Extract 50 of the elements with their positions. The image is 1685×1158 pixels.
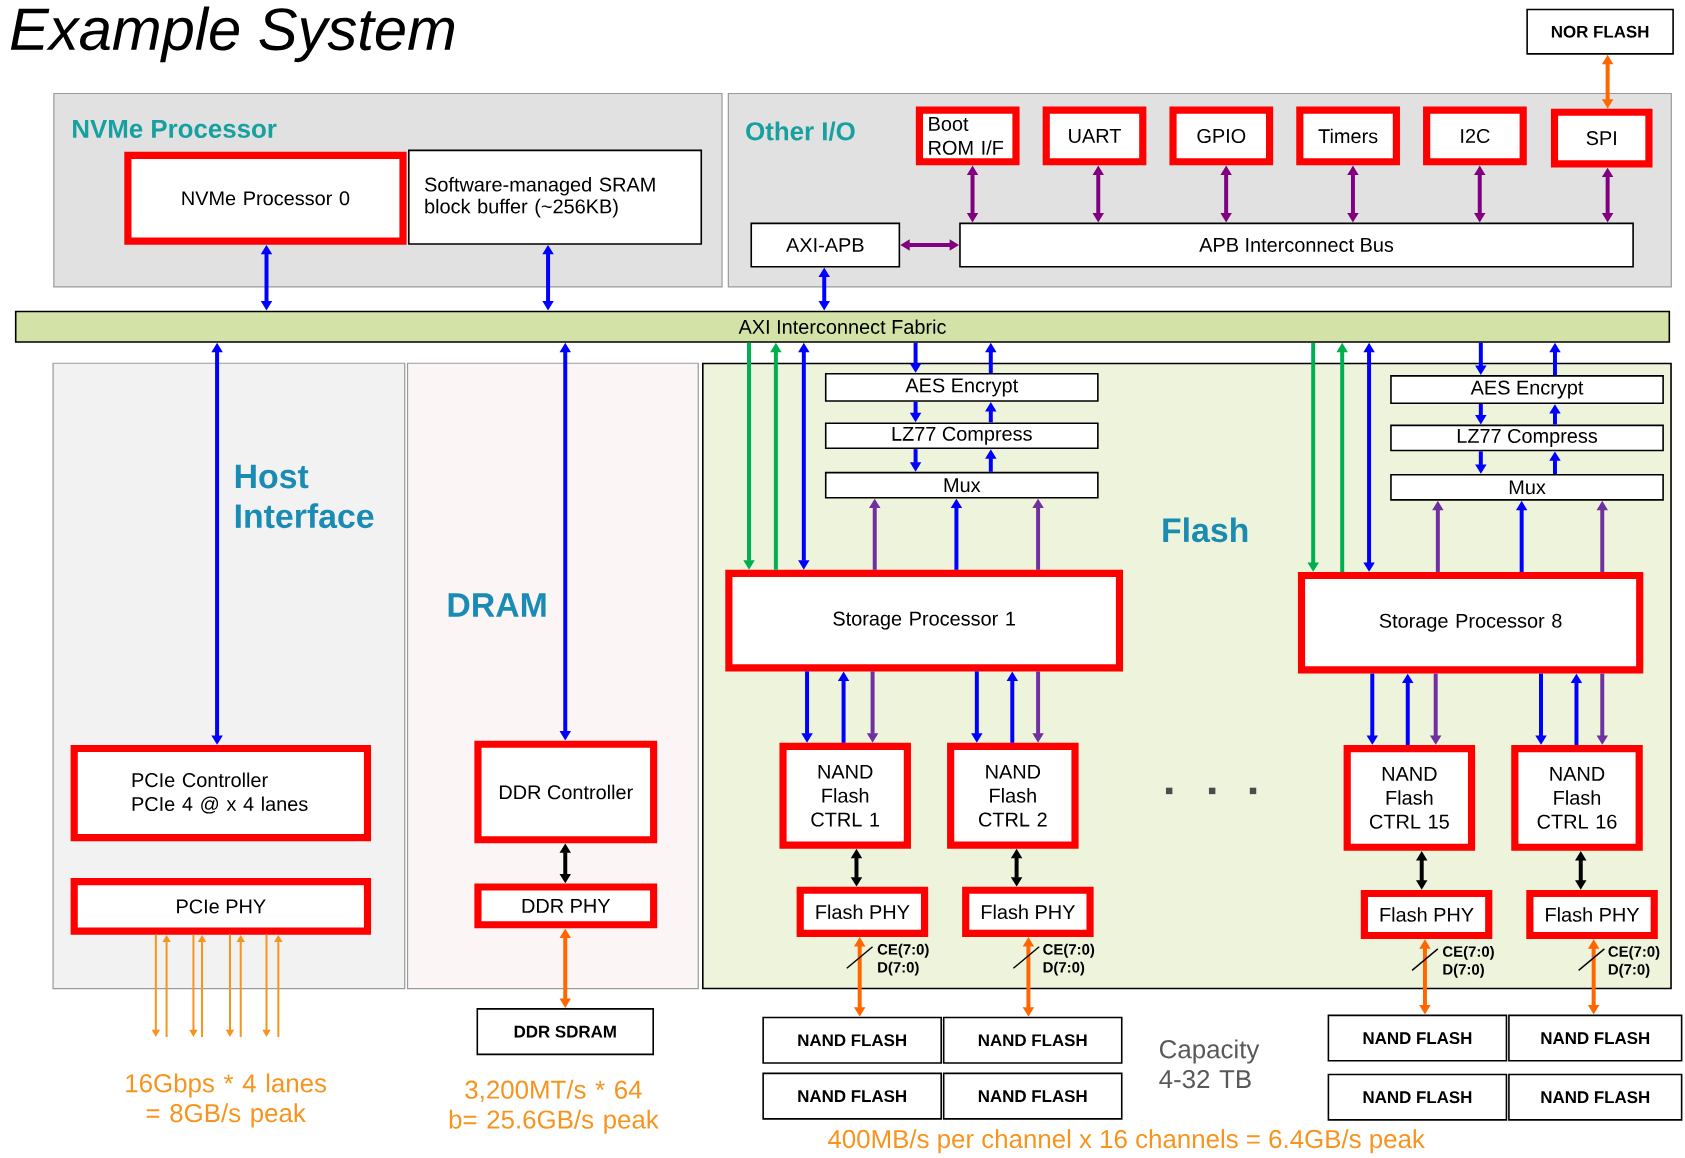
peripheral-box: Timers bbox=[1296, 106, 1400, 166]
chip-box: DDR SDRAM bbox=[476, 1007, 654, 1055]
engine-box: AES Encrypt bbox=[824, 372, 1099, 402]
controller-box: DDR Controller bbox=[474, 740, 658, 844]
phy-box: Flash PHY bbox=[1360, 889, 1493, 939]
phy-box: Flash PHY bbox=[962, 886, 1094, 937]
engine-box: Mux bbox=[824, 471, 1099, 499]
title: Example System bbox=[10, 6, 455, 62]
peripheral-box: UART bbox=[1042, 106, 1147, 166]
annotation: CE(7:0) D(7:0) bbox=[877, 943, 929, 976]
annotation: 3,200MT/s * 64 b= 25.6GB/s peak bbox=[449, 1079, 659, 1134]
peripheral-box: SPI bbox=[1550, 108, 1653, 168]
fabric-bar: AXI Interconnect Fabric bbox=[14, 310, 1671, 343]
chip-box: NAND FLASH bbox=[1327, 1014, 1508, 1062]
chip-box: NOR FLASH bbox=[1526, 8, 1674, 55]
annotation: Capacity 4-32 TB bbox=[1159, 1039, 1260, 1089]
peripheral-box: I2C bbox=[1423, 106, 1527, 166]
controller-box: PCIe Controller PCIe 4 @ x 4 lanes bbox=[70, 744, 372, 841]
annotation: 16Gbps * 4 lanes = 8GB/s peak bbox=[126, 1073, 327, 1128]
chip-box: NAND FLASH bbox=[1508, 1073, 1683, 1121]
annotation: 400MB/s per channel x 16 channels = 6.4GB/s peak bbox=[828, 1128, 1425, 1154]
chip-box: NAND FLASH bbox=[1508, 1014, 1683, 1062]
chip-box: NAND FLASH bbox=[762, 1016, 942, 1064]
bus-bar: APB Interconnect Bus bbox=[959, 222, 1634, 268]
annotation: CE(7:0) D(7:0) bbox=[1443, 945, 1494, 978]
controller-box: NAND Flash CTRL 15 bbox=[1343, 744, 1476, 851]
phy-box: PCIe PHY bbox=[70, 877, 372, 935]
phy-box: DDR PHY bbox=[474, 883, 658, 929]
chip-box: NAND FLASH bbox=[942, 1016, 1123, 1064]
engine-box: LZ77 Compress bbox=[1390, 424, 1664, 452]
chip-box: NAND FLASH bbox=[942, 1072, 1123, 1120]
controller-box: NAND Flash CTRL 1 bbox=[779, 742, 911, 849]
chip-box: NAND FLASH bbox=[1327, 1073, 1508, 1121]
processor-box: NVMe Processor 0 bbox=[124, 151, 407, 245]
chip-box: NAND FLASH bbox=[762, 1072, 942, 1120]
controller-box: NAND Flash CTRL 16 bbox=[1511, 744, 1643, 851]
peripheral-box: GPIO bbox=[1169, 106, 1274, 166]
phy-box: Flash PHY bbox=[796, 886, 929, 937]
engine-box: LZ77 Compress bbox=[824, 422, 1099, 449]
engine-box: AES Encrypt bbox=[1390, 374, 1664, 404]
engine-box: Mux bbox=[1390, 473, 1664, 501]
controller-box: NAND Flash CTRL 2 bbox=[947, 742, 1079, 849]
bridge-box: AXI-APB bbox=[750, 222, 901, 268]
processor-box: Storage Processor 1 bbox=[725, 569, 1124, 672]
annotation: CE(7:0) D(7:0) bbox=[1043, 943, 1095, 976]
annotation: CE(7:0) D(7:0) bbox=[1608, 945, 1660, 978]
memory-box: Software-managed SRAM block buffer (~256KB) bbox=[408, 149, 703, 245]
phy-box: Flash PHY bbox=[1526, 889, 1658, 939]
peripheral-box: Boot ROM I/F bbox=[915, 106, 1020, 166]
processor-box: Storage Processor 8 bbox=[1297, 571, 1644, 674]
